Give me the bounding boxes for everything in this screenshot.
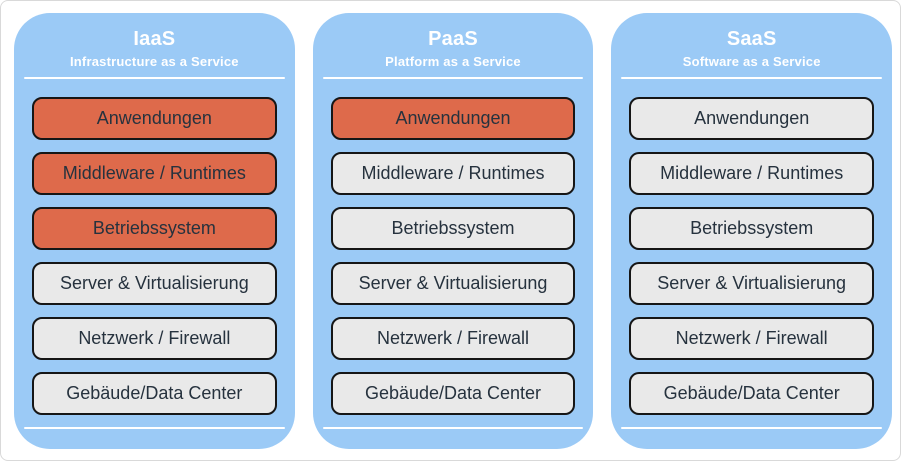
layer-box: Middleware / Runtimes — [32, 152, 277, 195]
layer-box: Anwendungen — [32, 97, 277, 140]
layer-box: Anwendungen — [330, 97, 576, 140]
layer-box: Server & Virtualisierung — [330, 262, 576, 305]
layer-box: Netzwerk / Firewall — [629, 317, 875, 360]
layer-box: Betriebssystem — [32, 207, 277, 250]
footer-divider — [621, 427, 883, 429]
header-divider — [24, 77, 285, 79]
layer-box: Gebäude/Data Center — [330, 372, 576, 415]
layer-stack: Anwendungen Middleware / Runtimes Betrie… — [629, 97, 875, 415]
header-divider — [322, 77, 584, 79]
column-title: IaaS — [133, 28, 176, 50]
layer-box: Betriebssystem — [629, 207, 875, 250]
footer-divider — [24, 427, 285, 429]
service-model-column-saas: SaaS Software as a Service Anwendungen M… — [611, 13, 893, 449]
layer-box: Gebäude/Data Center — [32, 372, 277, 415]
column-subtitle: Software as a Service — [682, 54, 821, 69]
layer-box: Netzwerk / Firewall — [330, 317, 576, 360]
layer-box: Middleware / Runtimes — [330, 152, 576, 195]
layer-box: Betriebssystem — [330, 207, 576, 250]
layer-box: Server & Virtualisierung — [629, 262, 875, 305]
column-title: PaaS — [428, 28, 478, 50]
layer-box: Gebäude/Data Center — [629, 372, 875, 415]
layer-stack: Anwendungen Middleware / Runtimes Betrie… — [330, 97, 576, 415]
column-subtitle: Infrastructure as a Service — [69, 54, 239, 69]
layer-box: Anwendungen — [629, 97, 875, 140]
layer-box: Netzwerk / Firewall — [32, 317, 277, 360]
column-title: SaaS — [726, 28, 777, 50]
layer-box: Middleware / Runtimes — [629, 152, 875, 195]
header-divider — [621, 77, 883, 79]
service-model-column-iaas: IaaS Infrastructure as a Service Anwendu… — [14, 13, 295, 449]
footer-divider — [322, 427, 584, 429]
layer-box: Server & Virtualisierung — [32, 262, 277, 305]
layer-stack: Anwendungen Middleware / Runtimes Betrie… — [32, 97, 277, 415]
service-model-column-paas: PaaS Platform as a Service Anwendungen M… — [312, 13, 594, 449]
column-subtitle: Platform as a Service — [385, 54, 521, 69]
